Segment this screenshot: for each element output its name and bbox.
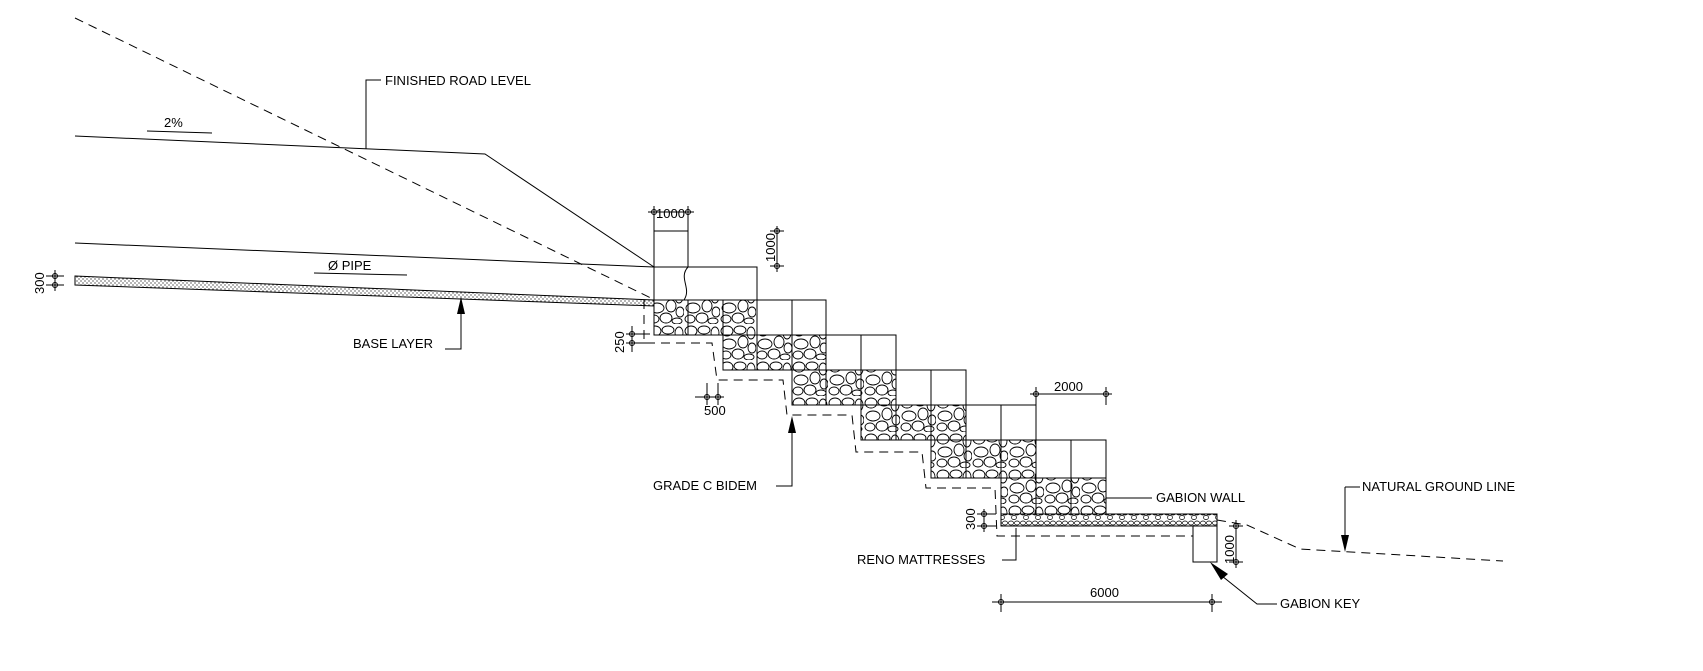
reno-mattresses-label: RENO MATTRESSES <box>857 552 986 567</box>
top-box-width-dimension: 1000 <box>648 206 694 232</box>
gabion-key-callout: GABION KEY <box>1210 562 1361 611</box>
reno-length-dimension: 6000 <box>992 585 1222 612</box>
bidem-step-text: 500 <box>704 403 726 418</box>
pipe-line: Ø PIPE <box>74 242 655 276</box>
reno-thickness-text: 300 <box>963 508 978 530</box>
top-box-height-dimension: 1000 <box>763 226 784 272</box>
top-box-height-text: 1000 <box>763 233 778 262</box>
key-depth-dimension: 1000 <box>1222 520 1243 568</box>
bidem-step-dimension: 500 <box>695 383 726 418</box>
bidem-offset-dimension: 250 <box>612 326 650 353</box>
key-depth-text: 1000 <box>1222 535 1237 564</box>
base-layer-thickness-dimension: 300 <box>32 270 64 294</box>
grade-c-bidem-label: GRADE C BIDEM <box>653 478 757 493</box>
bidem-offset-text: 250 <box>612 331 627 353</box>
slope-annotation: 2% <box>146 115 213 134</box>
gabion-wall-label: GABION WALL <box>1156 490 1245 505</box>
base-layer-label: BASE LAYER <box>353 336 433 351</box>
step-width-dimension: 2000 <box>1030 379 1112 405</box>
natural-ground-line: NATURAL GROUND LINE <box>1216 479 1515 562</box>
step-width-text: 2000 <box>1054 379 1083 394</box>
base-layer: BASE LAYER <box>74 275 655 351</box>
slope-label: 2% <box>164 115 183 130</box>
finished-road-level-line: FINISHED ROAD LEVEL <box>74 73 655 268</box>
grade-c-bidem-outline: GRADE C BIDEM <box>643 300 1193 537</box>
base-layer-thickness-text: 300 <box>32 272 47 294</box>
gabion-wall <box>653 230 1218 563</box>
pipe-label: Ø PIPE <box>328 258 372 273</box>
reno-mattresses-callout: RENO MATTRESSES <box>857 528 1017 567</box>
top-box-width-text: 1000 <box>656 206 685 221</box>
natural-ground-line-label: NATURAL GROUND LINE <box>1362 479 1515 494</box>
reno-length-text: 6000 <box>1090 585 1119 600</box>
gabion-wall-callout: GABION WALL <box>1106 490 1245 505</box>
reno-thickness-dimension: 300 <box>963 508 996 532</box>
finished-road-level-label: FINISHED ROAD LEVEL <box>385 73 531 88</box>
gabion-key-label: GABION KEY <box>1280 596 1361 611</box>
original-ground-dashed-line <box>74 17 656 301</box>
